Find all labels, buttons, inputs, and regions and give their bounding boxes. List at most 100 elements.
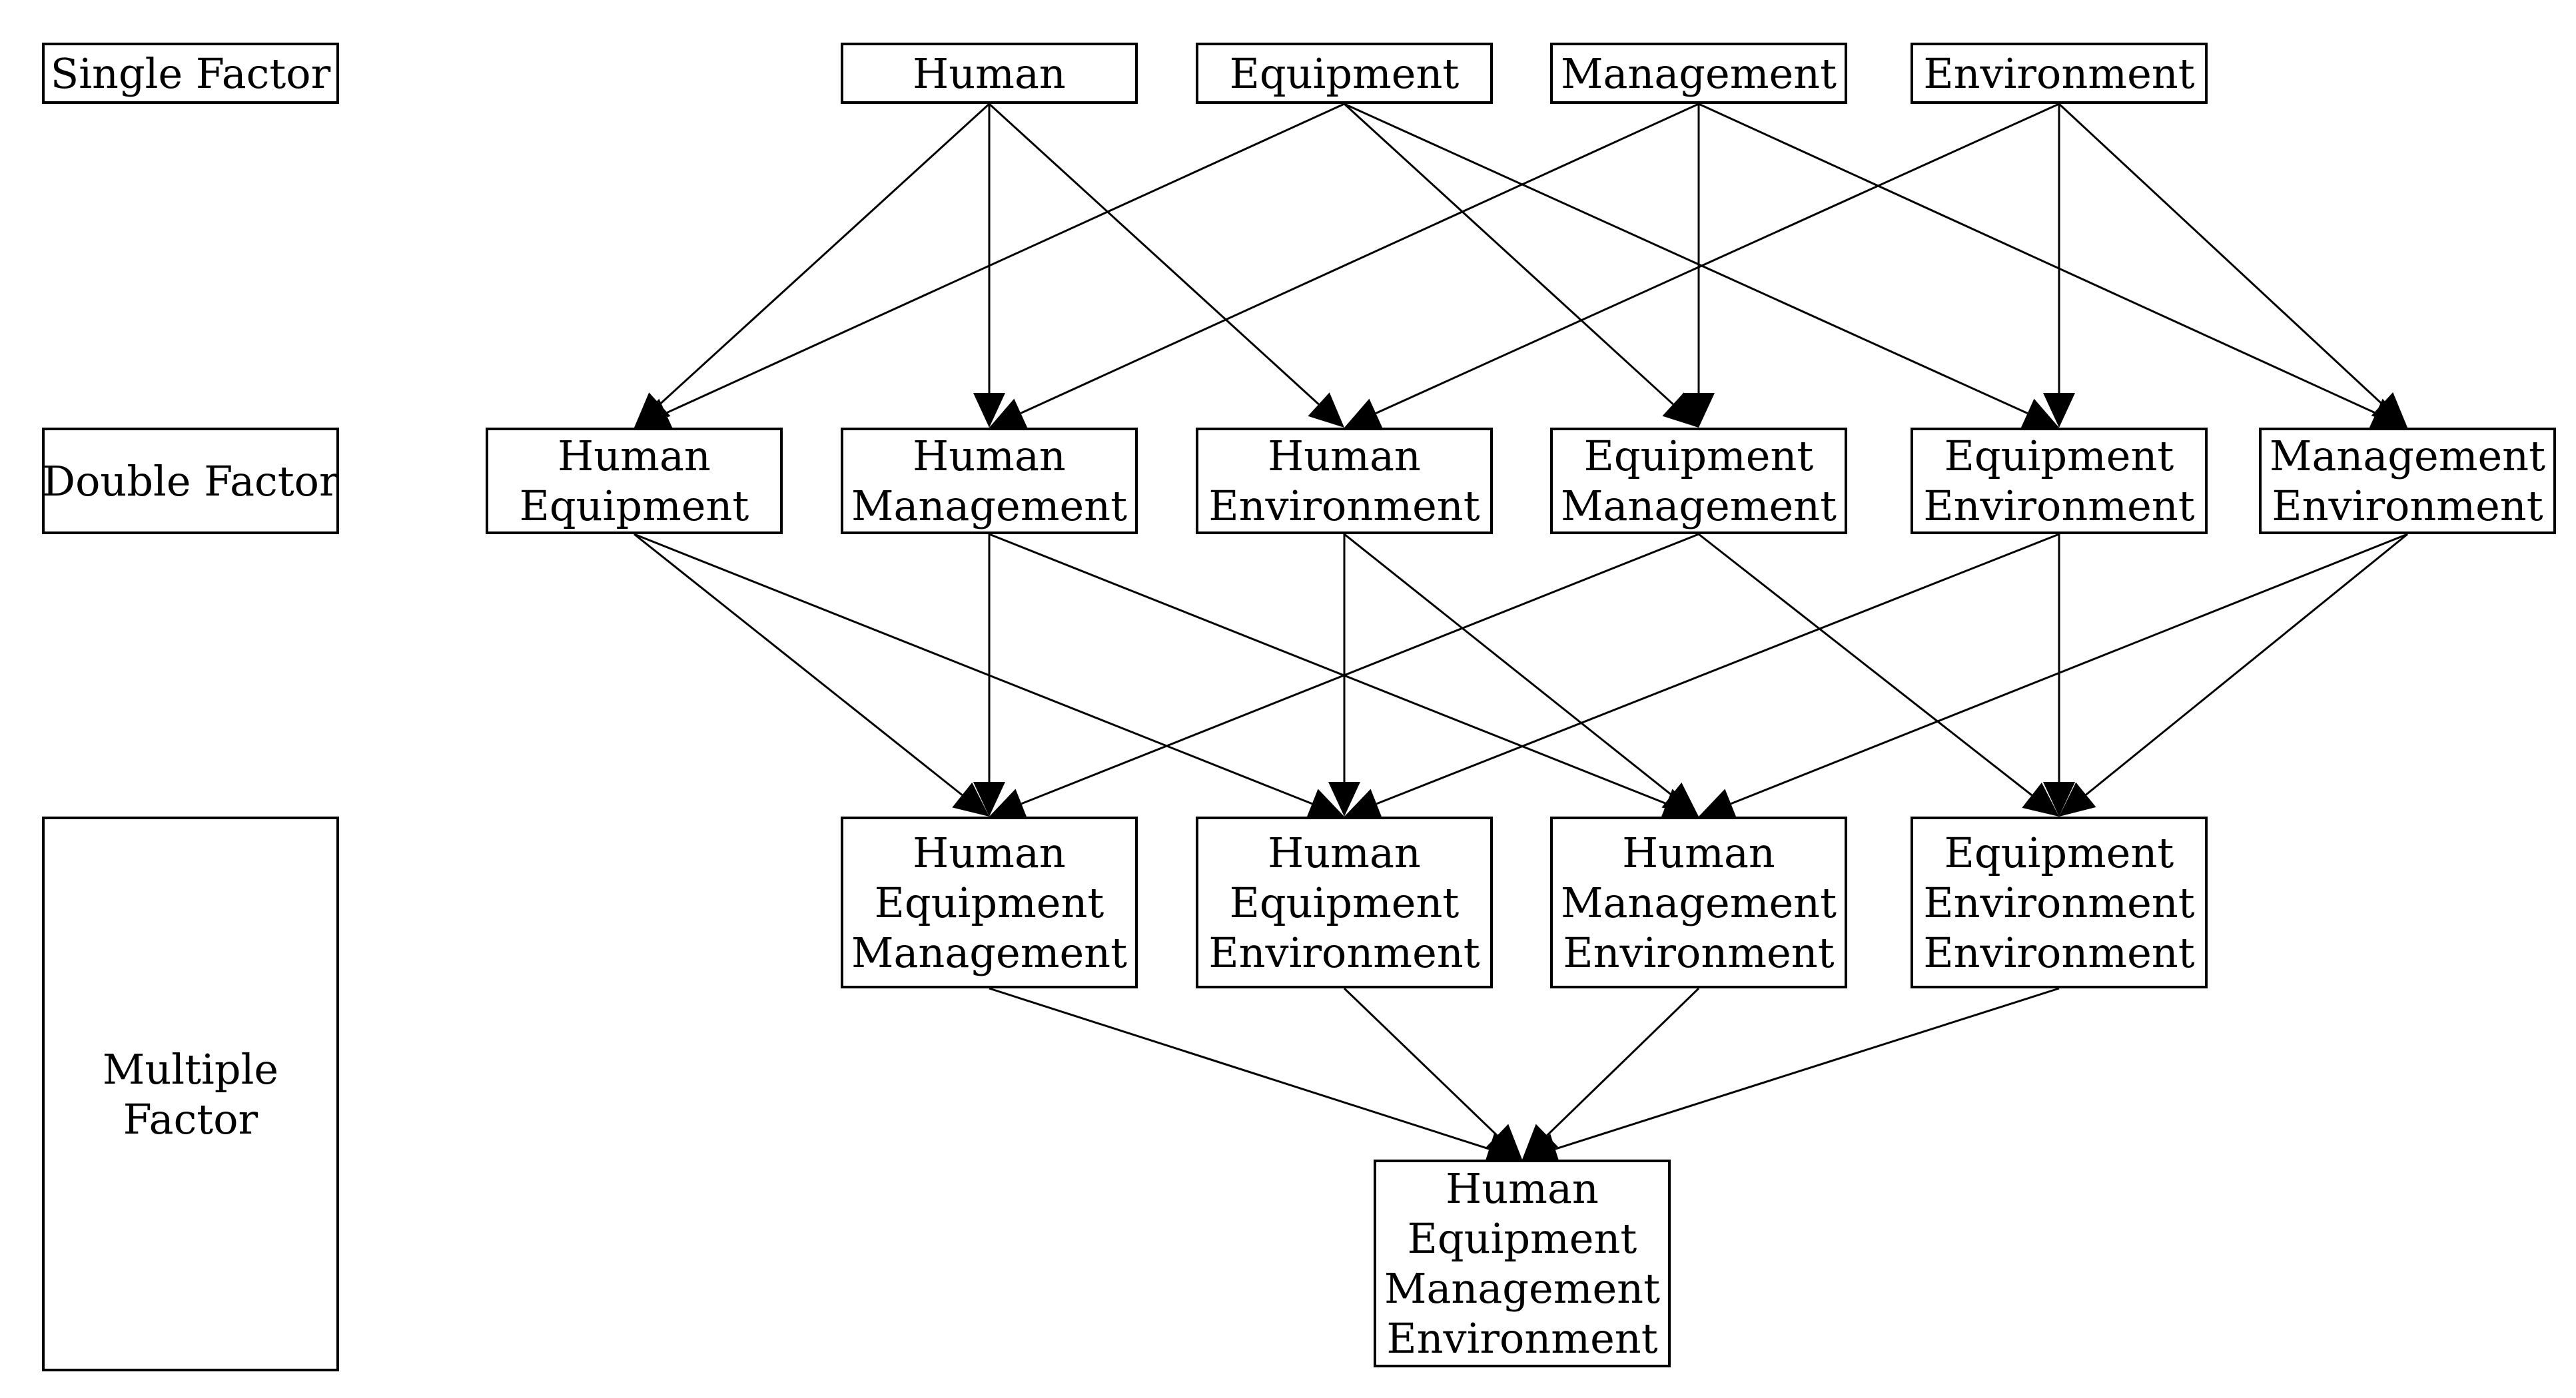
node-equipment-text-line: Equipment xyxy=(1229,49,1460,98)
arrowhead-hv-to-hmv xyxy=(1661,782,1699,817)
arrowhead-v-to-ev xyxy=(2043,393,2075,428)
arrowhead-hv-to-hev xyxy=(1328,782,1360,817)
node-human-management-environment-text-line: Human xyxy=(1622,828,1775,877)
node-human-equipment-management-environment-text-line: Equipment xyxy=(1407,1214,1637,1263)
node-equipment-environment-environment-text-line: Environment xyxy=(1923,928,2195,977)
edge-eev-to-hemv xyxy=(1555,987,2060,1150)
edge-hmv-to-hemv xyxy=(1546,987,1700,1136)
edge-he-to-hev xyxy=(634,533,1313,805)
arrowhead-ev-to-eev xyxy=(2043,782,2075,817)
edge-h-to-hv xyxy=(988,103,1320,406)
node-human: Human xyxy=(841,43,1138,104)
edge-v-to-hv xyxy=(1375,103,2060,414)
node-human-equipment-environment-text-line: Environment xyxy=(1208,928,1480,977)
arrowhead-hev-to-hemv xyxy=(1486,1124,1522,1160)
edge-v-to-mv xyxy=(2058,103,2383,405)
row-label-double-factor: Double Factor xyxy=(42,428,339,534)
arrowhead-he-to-hem xyxy=(952,782,989,817)
node-equipment-environment-text-line: Equipment xyxy=(1944,432,2174,480)
arrowhead-eev-to-hemv xyxy=(1522,1134,1560,1165)
node-management-text-line: Management xyxy=(1560,49,1837,98)
edge-hm-to-hmv xyxy=(989,533,1667,805)
node-human-equipment-management-environment-text-line: Environment xyxy=(1386,1314,1658,1363)
node-human-equipment-management-environment-text-line: Management xyxy=(1384,1264,1661,1313)
node-human-equipment-environment-text-line: Equipment xyxy=(1229,878,1460,927)
node-environment-text-line: Environment xyxy=(1923,49,2195,98)
arrowhead-h-to-hv xyxy=(1308,392,1344,428)
node-human-management-environment-text-line: Management xyxy=(1560,878,1837,927)
node-environment: Environment xyxy=(1911,43,2208,104)
node-human-equipment-management-text-line: Equipment xyxy=(874,878,1104,927)
arrowhead-hmv-to-hemv xyxy=(1522,1124,1559,1160)
arrowhead-v-to-mv xyxy=(2371,392,2407,428)
node-equipment-management-text-line: Equipment xyxy=(1583,432,1814,480)
node-human-management-environment-text-line: Environment xyxy=(1563,928,1835,977)
edge-e-to-em xyxy=(1343,103,1674,406)
arrowhead-e-to-he xyxy=(634,398,673,428)
arrowhead-hm-to-hem xyxy=(973,782,1005,817)
edge-m-to-hm xyxy=(1020,103,1699,414)
edge-h-to-he xyxy=(659,103,991,406)
node-human-equipment-environment-text-line: Human xyxy=(1268,828,1421,877)
arrowhead-m-to-em xyxy=(1683,393,1715,428)
edge-em-to-hem xyxy=(1021,533,1699,805)
node-equipment-environment-text-line: Environment xyxy=(1923,482,2195,530)
arrowhead-h-to-hm xyxy=(973,393,1005,428)
row-label-multiple-factor-text-line: Multiple xyxy=(102,1044,279,1094)
arrowhead-em-to-hem xyxy=(989,789,1028,819)
arrowhead-em-to-eev xyxy=(2022,783,2059,817)
node-equipment-environment-environment-text-line: Equipment xyxy=(1944,828,2174,877)
arrowhead-ev-to-hev xyxy=(1344,789,1383,819)
node-equipment-environment-environment-text-line: Environment xyxy=(1923,878,2195,927)
node-human-environment-text-line: Human xyxy=(1268,432,1421,480)
node-equipment: Equipment xyxy=(1196,43,1493,104)
arrowhead-he-to-hev xyxy=(1306,789,1344,819)
arrowhead-m-to-hm xyxy=(989,398,1028,428)
node-human-equipment-management-text-line: Management xyxy=(851,928,1128,977)
node-management-environment-text-line: Environment xyxy=(2272,482,2543,530)
edge-hv-to-hmv xyxy=(1344,533,1673,796)
edge-mv-to-hmv xyxy=(1730,533,2408,805)
edge-he-to-hem xyxy=(634,533,963,796)
node-human-equipment-text-line: Equipment xyxy=(519,482,749,530)
arrowhead-v-to-hv xyxy=(1344,398,1383,428)
node-human-management-text-line: Management xyxy=(851,482,1128,530)
node-human-equipment-management-environment-text-line: Human xyxy=(1446,1164,1599,1213)
node-human-equipment-text-line: Human xyxy=(558,432,711,480)
node-human-management-text-line: Human xyxy=(913,432,1066,480)
node-human-equipment-management-text-line: Human xyxy=(913,828,1066,877)
node-management-environment-text-line: Management xyxy=(2269,432,2546,480)
node-human-environment-text-line: Environment xyxy=(1208,482,1480,530)
row-label-double-factor-text-line: Double Factor xyxy=(42,456,339,506)
node-management: Management xyxy=(1550,43,1847,104)
row-label-single-factor-text-line: Single Factor xyxy=(50,49,331,98)
arrowhead-e-to-ev xyxy=(2020,398,2059,428)
edge-e-to-ev xyxy=(1344,103,2028,414)
node-human-text-line: Human xyxy=(913,49,1066,98)
edge-hem-to-hemv xyxy=(989,987,1490,1150)
edge-mv-to-eev xyxy=(2085,533,2408,796)
arrowhead-e-to-em xyxy=(1662,392,1699,428)
edge-m-to-mv xyxy=(1698,103,2377,414)
arrowhead-mv-to-hmv xyxy=(1699,789,1737,819)
edge-e-to-he xyxy=(665,103,1345,414)
row-label-single-factor: Single Factor xyxy=(42,43,339,104)
edge-ev-to-hev xyxy=(1376,533,2060,805)
edge-em-to-eev xyxy=(1698,533,2032,797)
node-equipment-management-text-line: Management xyxy=(1560,482,1837,530)
edge-hev-to-hemv xyxy=(1343,987,1498,1137)
row-label-multiple-factor-text-line: Factor xyxy=(123,1094,258,1144)
